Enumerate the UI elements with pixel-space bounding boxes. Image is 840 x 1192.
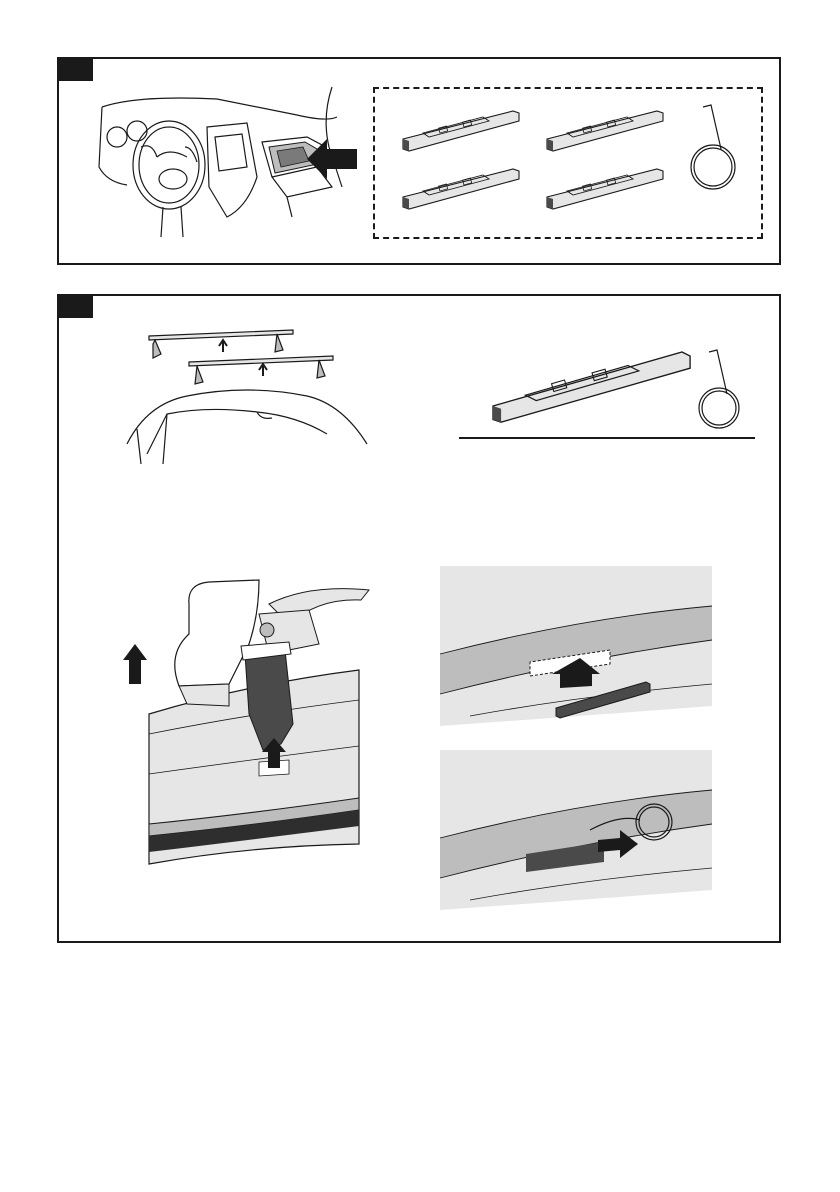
foot-bracket-lift-illustration xyxy=(109,574,369,864)
step-1-tab xyxy=(57,57,93,81)
clip-4 xyxy=(547,169,663,209)
step-2-panel xyxy=(57,294,781,943)
clip-insert-illustration xyxy=(440,566,712,726)
clip-1 xyxy=(403,111,519,151)
clip-2 xyxy=(547,111,663,151)
clip-3 xyxy=(403,169,519,209)
roof-rack-removal-illustration xyxy=(127,324,377,474)
spring-icon xyxy=(699,350,739,428)
single-clip-and-spring xyxy=(457,344,757,444)
arrow-left-icon xyxy=(307,139,357,179)
car-interior-illustration xyxy=(97,87,367,247)
step-1-panel xyxy=(57,57,781,265)
spring-icon xyxy=(691,105,735,189)
arrow-up-icon xyxy=(123,644,147,684)
parts-kit-box xyxy=(373,87,763,239)
step-2-tab xyxy=(57,294,93,318)
spring-slide-illustration xyxy=(440,750,712,910)
